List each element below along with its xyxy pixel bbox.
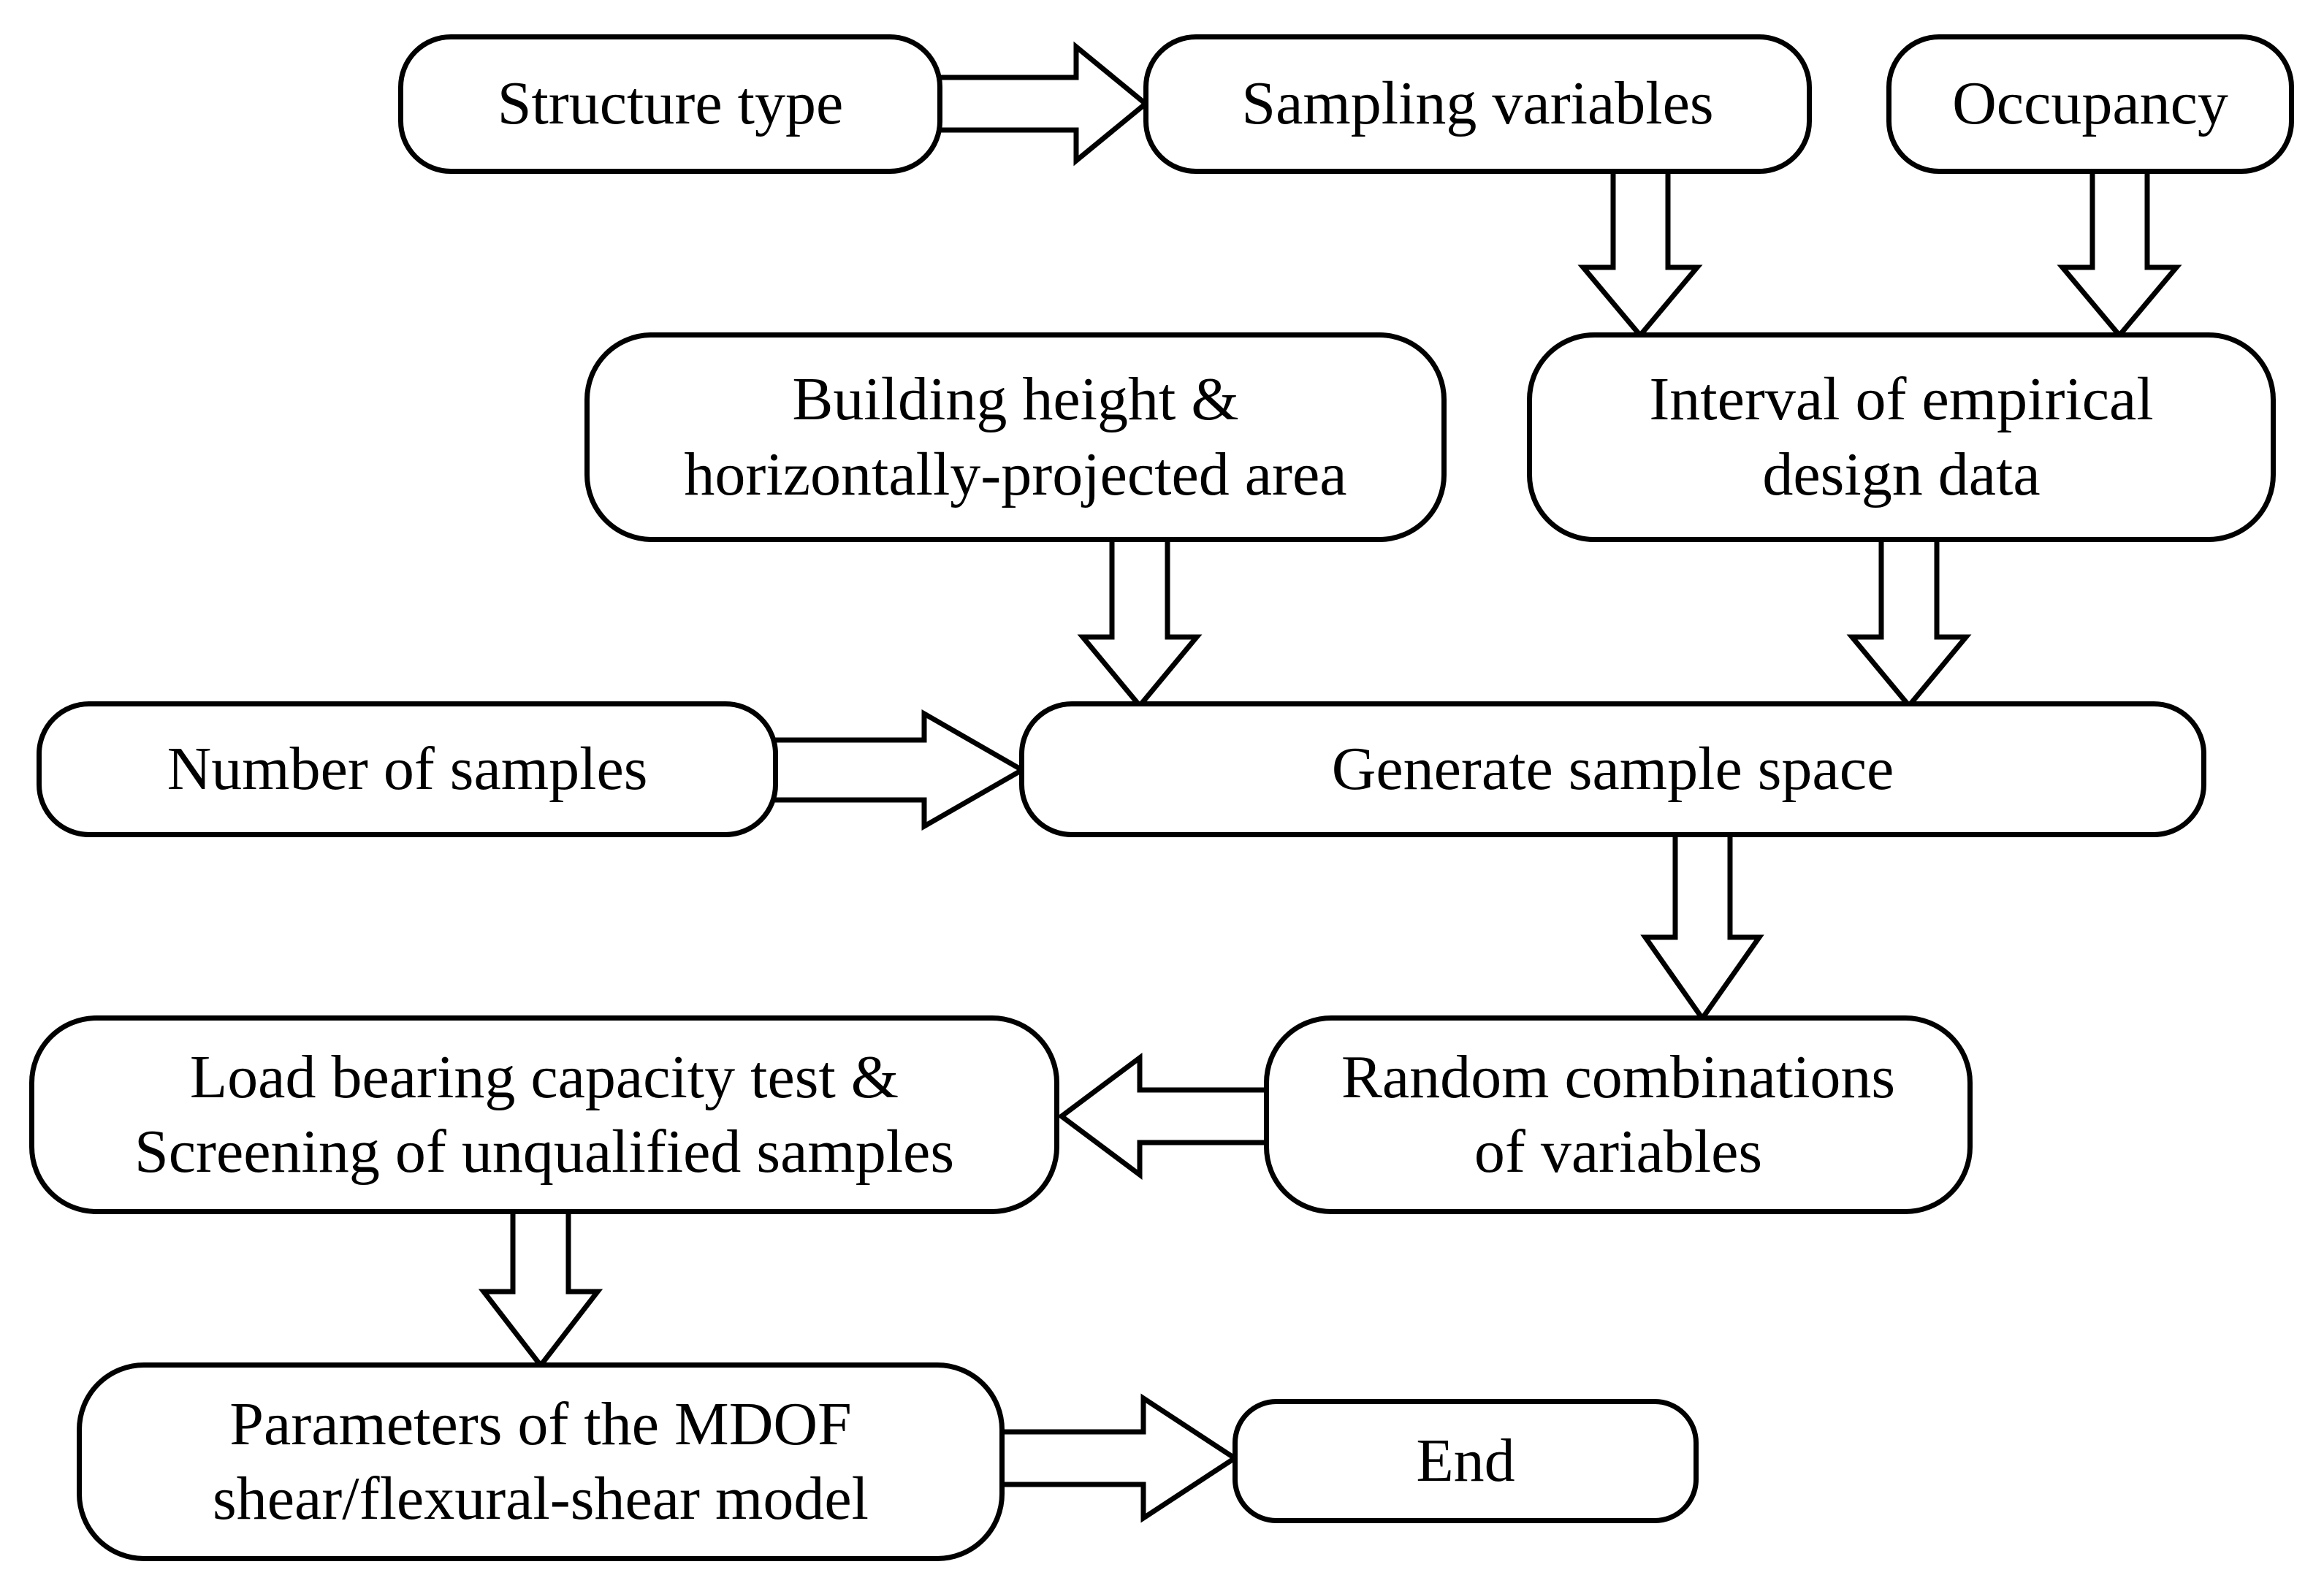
node-structure-type-label: Structure type <box>497 69 844 138</box>
node-random-combinations: Random combinations of variables <box>1264 1015 1973 1214</box>
arrow-random-to-loadbearing-icon <box>1057 1053 1271 1180</box>
node-interval-empirical-label-line2: design data <box>1762 440 2041 508</box>
node-load-bearing-label-line2: Screening of unqualified samples <box>134 1118 955 1186</box>
node-generate-sample-space: Generate sample space <box>1019 701 2206 837</box>
arrow-loadbearing-to-parameters-icon <box>478 1207 603 1370</box>
node-interval-empirical-label-line1: Interval of empirical <box>1649 365 2154 434</box>
arrow-parameters-to-end-icon <box>993 1393 1240 1523</box>
arrow-building-to-generate-icon <box>1077 536 1203 710</box>
node-load-bearing: Load bearing capacity test & Screening o… <box>29 1015 1059 1214</box>
node-sampling-variables: Sampling variables <box>1143 34 1812 174</box>
node-occupancy: Occupancy <box>1886 34 2294 174</box>
node-load-bearing-label-line1: Load bearing capacity test & <box>189 1042 899 1111</box>
node-building-height-label-line2: horizontally-projected area <box>684 440 1347 508</box>
node-parameters-mdof-label-line2: shear/flexural-shear model <box>213 1465 869 1533</box>
arrow-interval-to-generate-icon <box>1846 536 1972 710</box>
node-building-height: Building height & horizontally-projected… <box>584 332 1447 542</box>
node-end: End <box>1233 1399 1699 1523</box>
node-structure-type: Structure type <box>398 34 942 174</box>
node-building-height-label-line1: Building height & <box>792 365 1239 434</box>
node-parameters-mdof: Parameters of the MDOF shear/flexural-sh… <box>77 1362 1005 1561</box>
node-occupancy-label: Occupancy <box>1952 69 2228 138</box>
arrow-structure-to-sampling-icon <box>936 41 1150 167</box>
node-random-combinations-label-line1: Random combinations <box>1341 1042 1896 1111</box>
node-generate-sample-space-label: Generate sample space <box>1331 734 1894 803</box>
arrow-sampling-to-interval-icon <box>1577 168 1703 340</box>
arrow-occupancy-to-interval-icon <box>2057 168 2182 340</box>
node-number-of-samples: Number of samples <box>37 701 778 837</box>
arrow-number-to-generate-icon <box>770 709 1028 831</box>
node-parameters-mdof-label-line1: Parameters of the MDOF <box>229 1389 852 1458</box>
node-end-label: End <box>1416 1426 1515 1495</box>
node-interval-empirical: Interval of empirical design data <box>1527 332 2276 542</box>
node-random-combinations-label-line2: of variables <box>1474 1118 1763 1186</box>
node-sampling-variables-label: Sampling variables <box>1241 69 1714 138</box>
arrow-generate-to-random-icon <box>1640 830 1764 1023</box>
node-number-of-samples-label: Number of samples <box>167 734 648 803</box>
